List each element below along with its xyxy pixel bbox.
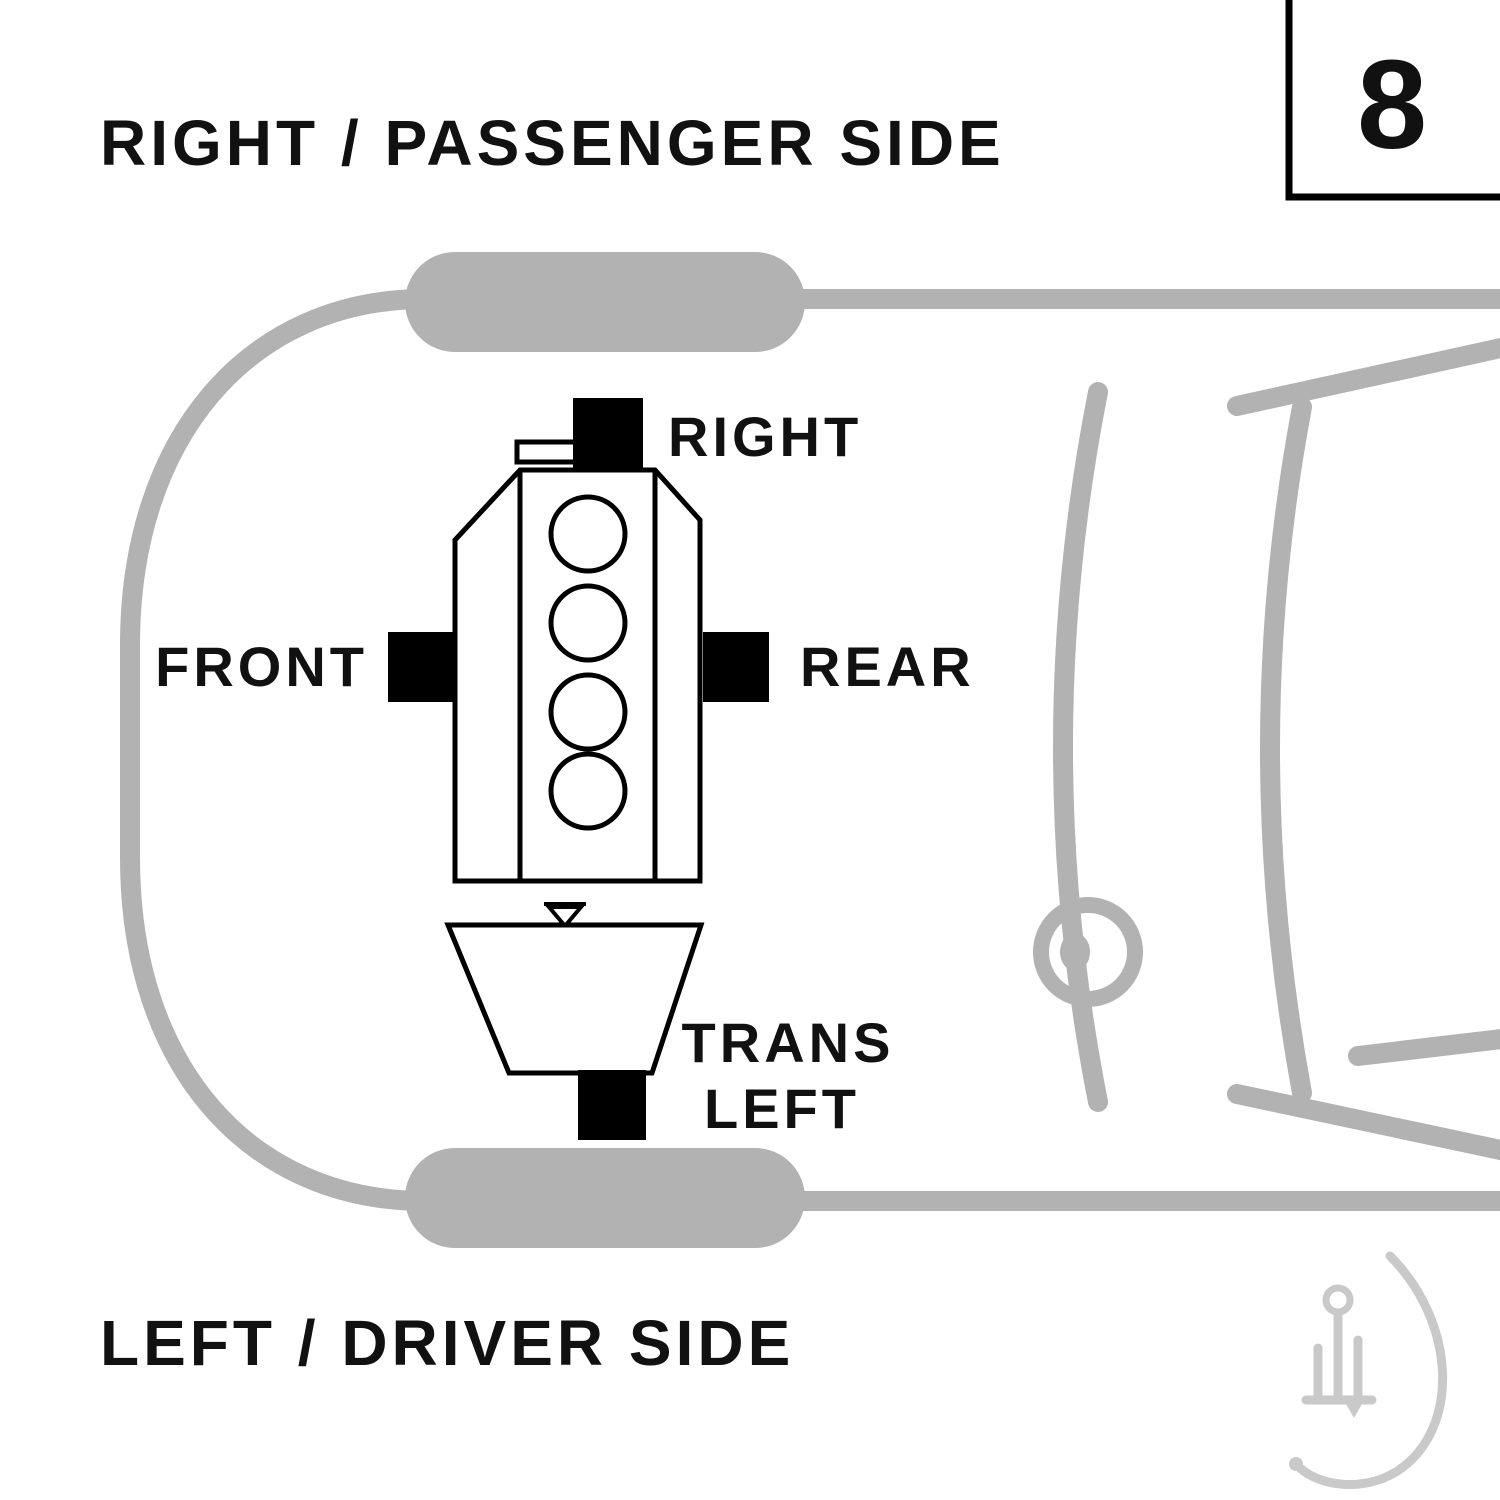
- mount-rear: [703, 632, 769, 702]
- page-number-box: 8: [1285, 0, 1500, 201]
- page-number-box-border: [1285, 0, 1500, 201]
- mount-right: [573, 398, 643, 468]
- mount-label-right: RIGHT: [668, 405, 862, 468]
- mount-markers: [388, 398, 769, 1140]
- title-bottom: LEFT / DRIVER SIDE: [100, 1307, 794, 1379]
- transmission: [444, 902, 705, 1076]
- steering-wheel-icon: [1033, 897, 1143, 1007]
- mount-label-rear: REAR: [800, 635, 975, 698]
- hood-line-bottom: [1227, 1084, 1500, 1161]
- wheels: [405, 252, 805, 1248]
- wheel-bottom: [405, 1148, 805, 1248]
- cylinder-3: [548, 672, 628, 752]
- mount-label-front: FRONT: [155, 635, 368, 698]
- car-outline: [120, 289, 1500, 1211]
- mount-trans-left: [578, 1070, 646, 1140]
- wheel-top: [405, 252, 805, 352]
- windshield-inner-arc: [1260, 397, 1312, 1103]
- hood-line-top: [1227, 337, 1500, 416]
- funnel-triangle: [544, 905, 586, 930]
- cylinder-2: [548, 583, 628, 663]
- title-top: RIGHT / PASSENGER SIDE: [100, 107, 1005, 179]
- engine-pipe: [514, 439, 580, 465]
- fender-line-bottom: [1348, 1029, 1500, 1066]
- page-number: 8: [1357, 34, 1427, 175]
- transmission-outline: [444, 922, 705, 1076]
- cylinder-4: [548, 751, 628, 831]
- mount-label-trans-line1: TRANS: [682, 1011, 895, 1074]
- mount-front: [388, 632, 454, 702]
- watermark-logo-icon: [1289, 1251, 1448, 1489]
- engine-block: [452, 439, 703, 884]
- car-body-outline: [120, 289, 1500, 1211]
- mount-label-trans-line2: LEFT: [704, 1077, 860, 1140]
- cylinder-1: [548, 494, 628, 574]
